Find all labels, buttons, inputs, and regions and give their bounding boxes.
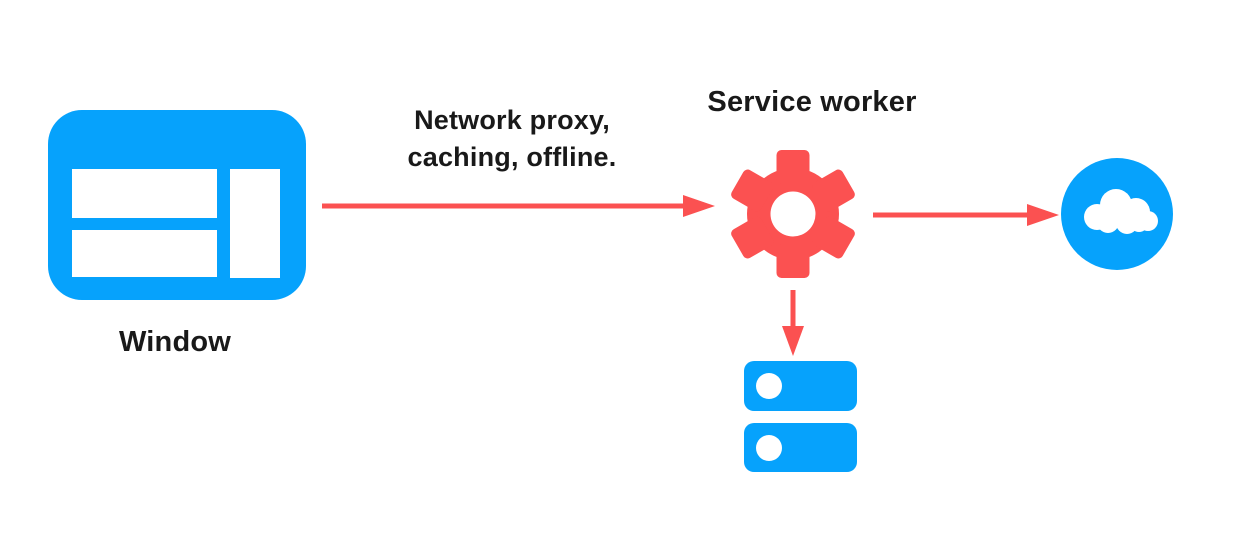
window-label: Window	[118, 326, 232, 358]
database-disk-light-top	[756, 373, 782, 399]
database-icon	[744, 361, 857, 472]
cloud-glyph	[1084, 189, 1158, 234]
gear-icon	[731, 150, 855, 278]
arrow-window-to-service-worker	[322, 195, 715, 217]
database-disk-light-bottom	[756, 435, 782, 461]
edge-label-network-proxy: Network proxy, caching, offline.	[362, 102, 662, 176]
edge-label-line1: Network proxy,	[414, 105, 610, 135]
service-worker-label: Service worker	[707, 86, 917, 118]
edge-label-line2: caching, offline.	[407, 142, 617, 172]
cloud-icon	[1061, 158, 1173, 270]
window-content-bar-bottom	[72, 230, 217, 277]
window-sidebar-bar	[230, 169, 280, 278]
window-content-bar-top	[72, 169, 217, 218]
browser-window-icon	[48, 110, 306, 300]
arrow-service-worker-to-storage	[782, 290, 804, 356]
gear-center-hole	[770, 191, 816, 237]
arrow-service-worker-to-cloud	[873, 204, 1059, 226]
